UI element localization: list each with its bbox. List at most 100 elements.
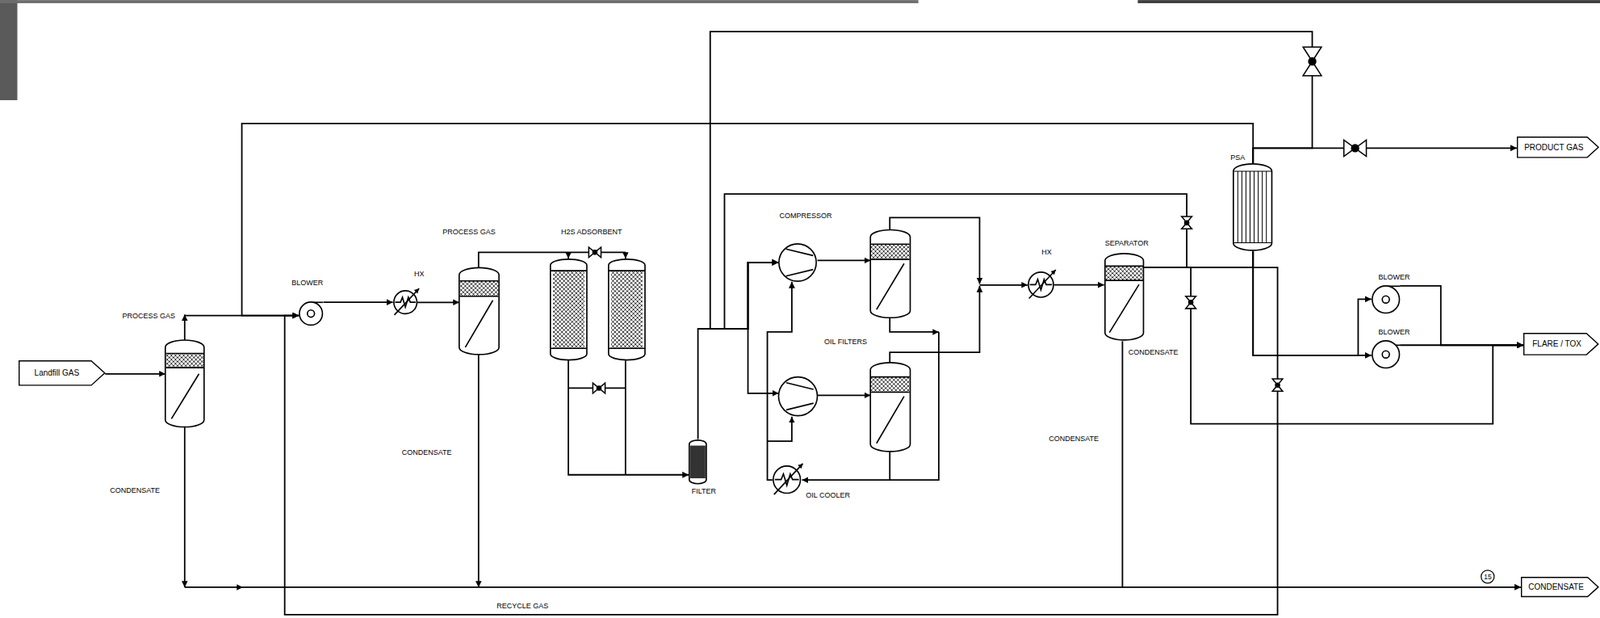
vessel-line xyxy=(871,376,910,444)
vessel-line xyxy=(871,243,910,310)
mesh-pad xyxy=(871,376,910,393)
valve-dot xyxy=(596,385,601,390)
equipment-label: H2S ADSORBENT xyxy=(560,227,624,236)
terminal-outline xyxy=(18,360,105,386)
symbol-outline xyxy=(1104,252,1144,341)
valve-dot xyxy=(1189,300,1194,305)
flow-line xyxy=(1054,284,1105,286)
pipe-line xyxy=(802,451,891,480)
knockout-drum xyxy=(165,339,205,427)
equipment-label: HX xyxy=(413,269,426,278)
equipment-label: FILTER xyxy=(691,486,717,495)
exchanger-arrow xyxy=(774,463,804,495)
vessel-shell xyxy=(1104,253,1144,340)
stream-label: CONDENSATE xyxy=(108,485,161,495)
pipe-group xyxy=(104,217,1123,587)
callout-number: 15 xyxy=(1483,573,1492,581)
symbol-outline xyxy=(1371,284,1400,314)
valve-dot xyxy=(1185,220,1190,225)
heat-exchanger-symbol: HX xyxy=(393,289,418,315)
valve-symbol xyxy=(1302,46,1322,76)
filter-vessel: FILTER xyxy=(688,439,708,485)
symbol-outline xyxy=(688,439,708,485)
pipe-line xyxy=(184,314,186,340)
blower-outlet xyxy=(1395,343,1400,346)
filter-shell xyxy=(689,439,707,483)
valve-symbol xyxy=(1185,296,1197,309)
adsorber-packing xyxy=(611,270,643,348)
adsorber-shell xyxy=(608,259,646,361)
valve-symbol xyxy=(1272,378,1283,391)
blower-hub xyxy=(1382,350,1390,358)
exchanger-arrow xyxy=(393,288,419,315)
flow-line xyxy=(1143,267,1524,424)
blower-hub xyxy=(307,309,315,318)
exchanger-arrow-head xyxy=(1050,269,1056,275)
mesh-pad xyxy=(460,280,499,297)
flow-line xyxy=(767,281,792,480)
outlet-arrow: FLARE / TOX xyxy=(1523,332,1600,356)
flow-line xyxy=(1122,340,1521,587)
psa-tubes xyxy=(1233,171,1273,243)
symbol-outline xyxy=(1371,339,1400,369)
terminal-label: Landfill GAS xyxy=(34,368,80,377)
vessel-line xyxy=(166,352,204,419)
equipment-label: BLOWER xyxy=(1377,272,1411,281)
symbol-outline xyxy=(778,242,817,282)
terminal-outline xyxy=(1521,577,1599,597)
blower-casing xyxy=(299,301,323,326)
equipment-label: COMPRESSOR xyxy=(778,211,833,220)
symbol-outline xyxy=(549,258,646,361)
exchanger-coil xyxy=(774,473,800,486)
heat-exchanger-symbol: HX xyxy=(1027,271,1055,298)
equipment-label: BLOWER xyxy=(290,278,324,287)
symbol-outline xyxy=(393,289,418,315)
pipe-line xyxy=(767,416,792,441)
pipe-line xyxy=(624,360,627,475)
terminal-outline xyxy=(1517,137,1599,158)
flow-line xyxy=(1143,251,1253,268)
terminal-label: PRODUCT GAS xyxy=(1524,143,1584,152)
blower-symbol: BLOWER xyxy=(298,301,323,326)
vessel-line xyxy=(550,270,587,348)
filter-media xyxy=(690,444,706,478)
oil-filter-vessel xyxy=(870,362,910,452)
pipe-line xyxy=(748,328,780,394)
compressor-casing xyxy=(779,243,817,281)
adsorber-packing xyxy=(552,270,585,348)
valve-dot xyxy=(1275,382,1280,387)
equipment-label: PSA xyxy=(1229,153,1246,162)
stream-label: CONDENSATE xyxy=(401,448,453,457)
flow-line xyxy=(1252,147,1517,164)
terminal-label: CONDENSATE xyxy=(1528,582,1584,591)
callout-circle: 15 xyxy=(1480,569,1496,584)
valve-group xyxy=(588,46,1366,394)
knockout-vessel xyxy=(459,267,499,354)
outlet-arrow: PRODUCT GAS xyxy=(1516,136,1600,159)
valve-symbol xyxy=(592,382,605,394)
pipe-line xyxy=(477,354,480,587)
symbol-outline xyxy=(298,301,323,326)
vessel-line xyxy=(608,270,646,348)
terminal-label: FLARE / TOX xyxy=(1532,339,1582,348)
callout-circle-outline xyxy=(1481,569,1495,583)
stream-label: CONDENSATE xyxy=(1127,347,1180,357)
pipe-line xyxy=(104,372,166,375)
inlet-arrow: Landfill GAS xyxy=(18,360,105,386)
equipment-label: OIL COOLER xyxy=(804,490,851,499)
adsorber-shell xyxy=(550,259,587,361)
flow-line xyxy=(568,360,689,475)
blower-casing xyxy=(1372,285,1400,314)
compressor-casing xyxy=(778,376,817,416)
equipment-label: BLOWER xyxy=(1377,327,1411,336)
stream-label: CONDENSATE xyxy=(1047,434,1100,443)
photo-fragment xyxy=(1137,0,1600,4)
blower-casing xyxy=(1372,340,1400,369)
stream-label: PROCESS GAS xyxy=(121,311,176,320)
exchanger-arrow-head xyxy=(413,288,419,294)
pipe-line xyxy=(624,251,627,259)
pipe-line xyxy=(417,301,460,303)
